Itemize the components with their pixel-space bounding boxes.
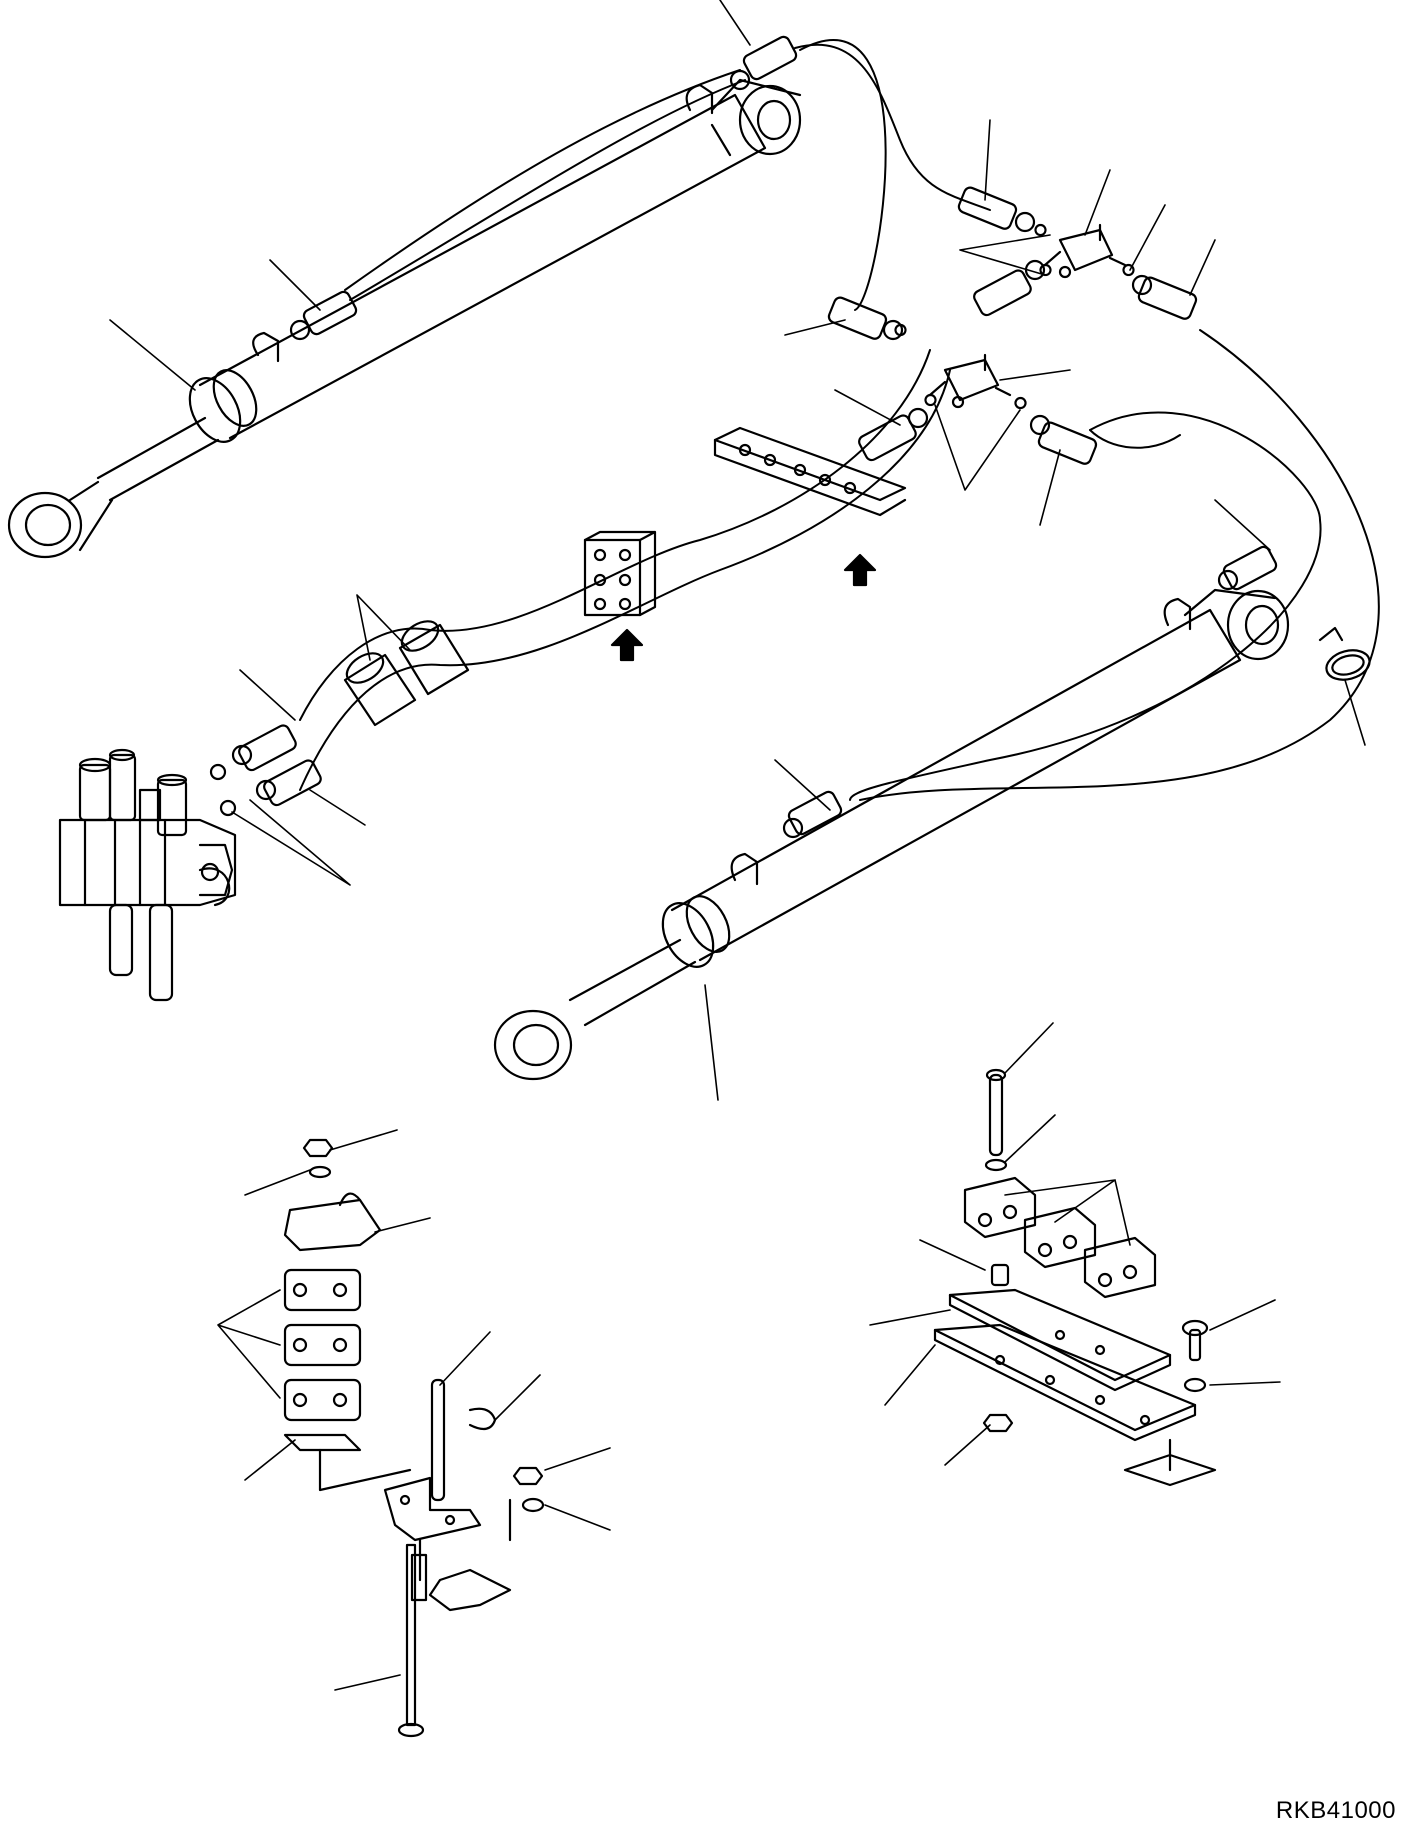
fitting-far-right: [1131, 274, 1198, 320]
up-arrow-icon: [610, 628, 644, 662]
control-valve: [58, 748, 237, 1002]
fitting-upper-right: [957, 186, 1036, 233]
drawing-code: RKB41000: [1275, 1797, 1396, 1824]
fitting-left-cyl: [289, 290, 358, 341]
left-clamp-assembly: [283, 1138, 545, 1738]
o-rings: [894, 224, 1135, 410]
fitting-top: [729, 35, 798, 91]
tee-fittings: [894, 223, 1135, 410]
fitting-valve-lower: [255, 759, 322, 807]
fitting-valve-upper: [231, 724, 297, 772]
fitting-lower-center: [858, 407, 929, 462]
tee-fitting-upper: [1043, 223, 1127, 279]
nut: [302, 1138, 334, 1158]
right-clamp-assembly: [933, 1068, 1217, 1487]
clamp-block-row: [963, 1176, 1157, 1299]
hose-protectors: [343, 620, 470, 727]
left-cylinder: [7, 78, 802, 559]
fitting-right-cyl: [1217, 545, 1278, 591]
clamp-block-stack: [283, 1268, 362, 1422]
clamp-cover-plate: [283, 1192, 382, 1252]
upper-plate: [948, 1288, 1172, 1392]
hose-clamp-blocks: [583, 426, 907, 617]
bracket-plate: [383, 1476, 482, 1542]
fitting-right-cyl-low: [782, 790, 843, 839]
up-arrow-icon: [843, 553, 877, 587]
location-arrows: [610, 553, 877, 662]
lower-plate: [933, 1323, 1197, 1442]
cable-tie: [1318, 626, 1371, 681]
fitting-mid-center: [973, 259, 1046, 317]
fitting-mid-left: [827, 296, 904, 341]
right-cylinder: [493, 588, 1290, 1081]
fitting-lower-right: [1029, 414, 1098, 465]
leader-lines: [109, 0, 1366, 1691]
tee-fitting-lower: [928, 353, 1012, 409]
hoses: [299, 39, 1380, 801]
